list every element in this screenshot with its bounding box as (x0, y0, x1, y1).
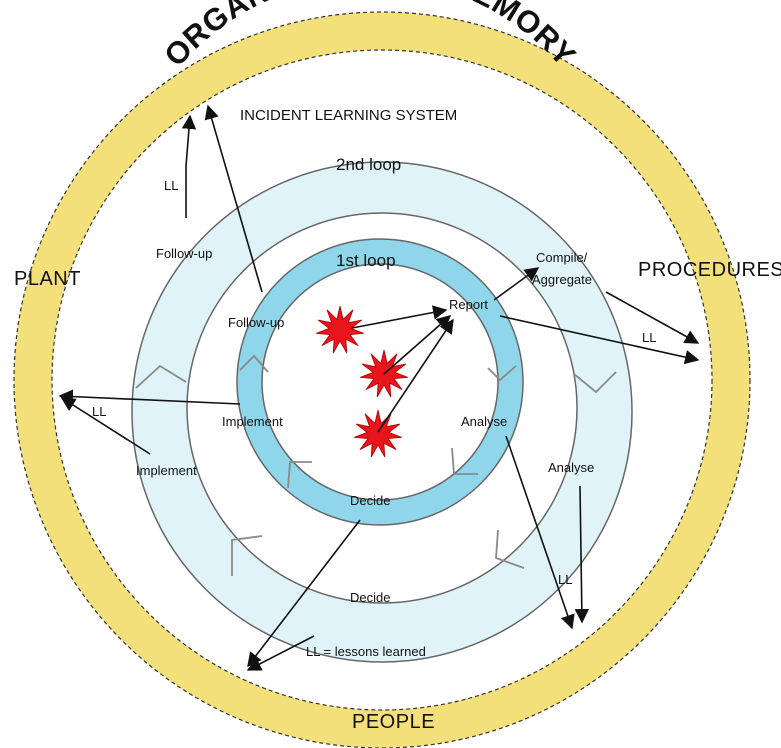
loop1-chevron-right (487, 365, 517, 382)
loop2-implement-label: Implement (136, 463, 197, 478)
loop2-decide-label: Decide (350, 590, 390, 605)
loop2-follow-up-label: Follow-up (156, 246, 212, 261)
loop1-chevron-bottom-left (287, 461, 312, 489)
loop1-report-label: Report (449, 297, 488, 312)
loop1-analyse-label: Analyse (461, 414, 507, 429)
arrow-loop2-followup-to-memory (181, 114, 197, 218)
loop1-implement-label: Implement (222, 414, 283, 429)
arrow-decide-to-people (247, 519, 361, 668)
arrow-star1-to-report (351, 305, 448, 329)
arrow-report-to-compile (493, 267, 540, 301)
people-label: PEOPLE (352, 711, 435, 733)
loop1-follow-up-label: Follow-up (228, 315, 284, 330)
arrow-followup-to-memory (204, 104, 263, 293)
incident-learning-system-label: INCIDENT LEARNING SYSTEM (240, 107, 457, 124)
ll-legend: LL = lessons learned (306, 644, 426, 659)
ll-right-label: LL (642, 330, 656, 345)
loop2-chevron-bottom-left (231, 535, 263, 576)
loop1-chevron-bottom-right (451, 447, 478, 475)
loop2-compile-label: Compile/ (536, 250, 588, 265)
incident-star-icon (354, 409, 402, 458)
arrow-implement-to-plant (58, 389, 241, 405)
loop1-decide-label: Decide (350, 493, 390, 508)
loop2-analyse-label: Analyse (548, 460, 594, 475)
flow-arrows (58, 104, 700, 671)
loop2-aggregate-label: Aggregate (532, 272, 592, 287)
loop-chevrons (135, 354, 617, 576)
loop1-title: 1st loop (336, 251, 396, 270)
arrow-star2-to-report (383, 315, 452, 375)
procedures-label: PROCEDURES (638, 259, 781, 281)
ll-left-label: LL (92, 404, 106, 419)
loop2-chevron-left (135, 364, 187, 389)
arrow-star3-to-report (377, 318, 454, 433)
loop2-title: 2nd loop (336, 155, 401, 174)
ll-top-label: LL (164, 178, 178, 193)
loop1-chevron-left (239, 354, 269, 373)
arrow-loop2-implement-to-plant (60, 397, 151, 455)
arrow-loop2-decide-to-people (246, 635, 315, 671)
arrow-report-to-procedures (499, 315, 700, 365)
loop2-chevron-bottom-right (495, 529, 525, 569)
ll-bottom-right-label: LL (558, 572, 572, 587)
arrow-compile-to-procedures (605, 291, 700, 344)
incident-star-icon (316, 305, 364, 354)
loop2-chevron-right (573, 371, 617, 394)
arrow-loop2-analyse-to-memory (574, 485, 590, 624)
plant-label: PLANT (14, 268, 81, 290)
arrow-analyse-to-memory (505, 435, 575, 630)
